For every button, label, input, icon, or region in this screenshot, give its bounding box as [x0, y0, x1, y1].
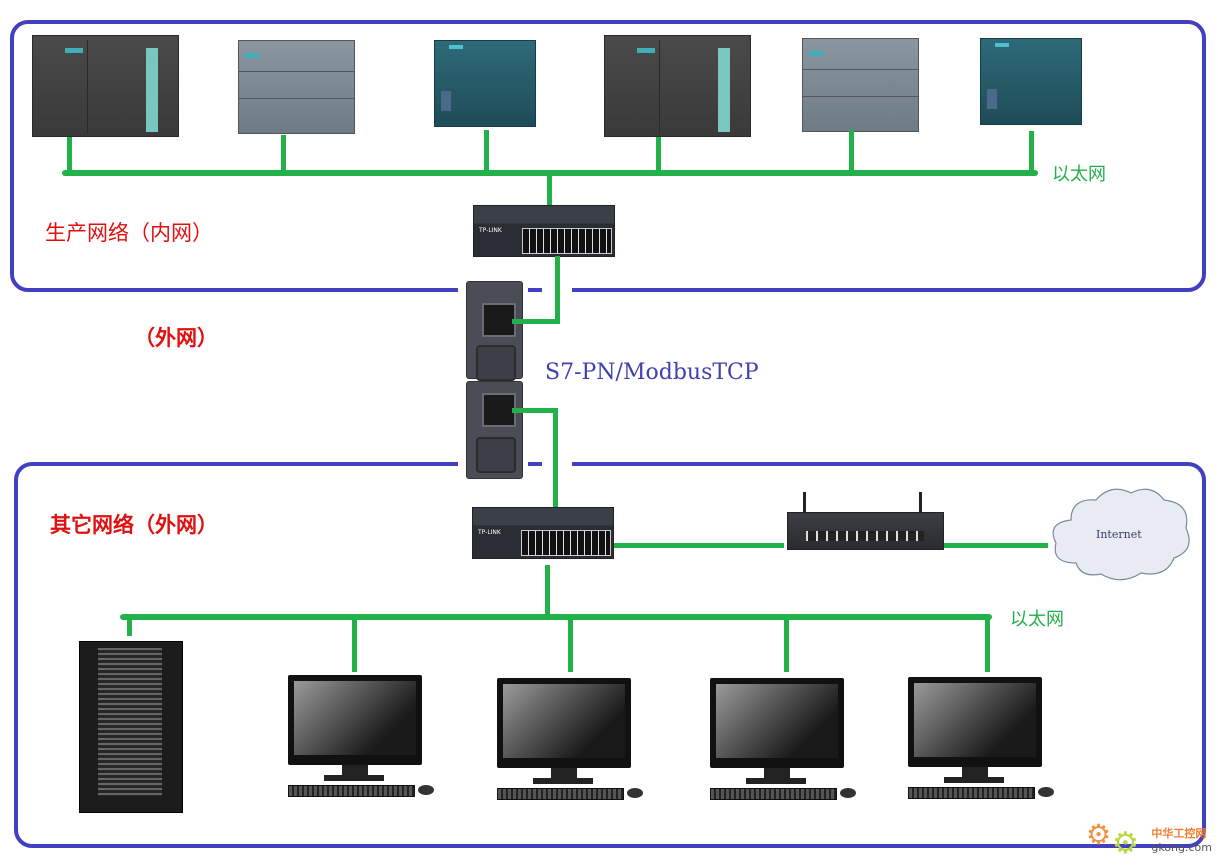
drop-line [568, 617, 573, 672]
watermark-en: gkong.com [1151, 841, 1212, 854]
workstation-2 [497, 678, 647, 803]
drop-line [656, 137, 661, 173]
plc-s7-300-2 [604, 35, 751, 137]
gear-icon: ⚙ [1112, 826, 1139, 861]
drop-line [352, 617, 357, 672]
zone-border-dash [528, 462, 542, 466]
gear-icon: ⚙ [1086, 818, 1112, 851]
wireless-router [787, 512, 944, 550]
router-antenna [803, 492, 806, 522]
drop-line [985, 617, 990, 672]
protocol-gateway [466, 281, 523, 479]
production-bus-label: 以太网 [1052, 164, 1106, 185]
switch-downlink [545, 565, 550, 615]
drop-line [784, 617, 789, 672]
plc-s7-200-2 [980, 38, 1082, 125]
other-network-zone [14, 462, 1206, 848]
internet-label: Internet [1096, 528, 1142, 541]
zone-border-dash [528, 288, 542, 292]
production-switch: TP-LINK [473, 205, 615, 257]
other-ethernet-bus [120, 614, 992, 620]
drop-line [127, 617, 132, 636]
other-zone-label: 其它网络（外网） [50, 512, 218, 537]
drop-line [281, 135, 286, 173]
gateway-port-2 [482, 393, 516, 427]
plc-s7-300-1 [32, 35, 179, 137]
plc-s7-1200-2 [802, 38, 919, 132]
gateway-link-lower [553, 408, 558, 508]
drop-line [67, 137, 72, 173]
router-internet-link [944, 543, 1048, 548]
outer-network-label: （外网） [134, 325, 218, 350]
production-zone-label: 生产网络（内网） [45, 221, 213, 245]
router-antenna [919, 492, 922, 522]
workstation-1 [288, 675, 438, 800]
drop-line [1029, 131, 1034, 173]
workstation-4 [908, 677, 1058, 802]
production-network-zone [10, 20, 1206, 292]
drop-line [484, 130, 489, 173]
other-switch: TP-LINK [472, 507, 614, 559]
server-cabinet [79, 641, 183, 813]
drop-line [849, 130, 854, 173]
gateway-port-1 [482, 303, 516, 337]
gateway-link-lower [512, 408, 558, 413]
internet-cloud-icon [1052, 488, 1190, 581]
switch-router-link [614, 543, 784, 548]
switch-uplink [547, 173, 552, 206]
other-bus-label: 以太网 [1010, 609, 1064, 630]
gateway-protocol-label: S7-PN/ModbusTCP [545, 360, 759, 385]
gateway-link-upper [555, 256, 560, 324]
plc-s7-1200-1 [238, 40, 355, 134]
workstation-3 [710, 678, 860, 803]
gateway-link-upper [512, 319, 560, 324]
watermark-cn: 中华工控网 [1151, 827, 1207, 840]
plc-s7-200-1 [434, 40, 536, 127]
watermark: 中华工控网 gkong.com [1151, 825, 1212, 854]
